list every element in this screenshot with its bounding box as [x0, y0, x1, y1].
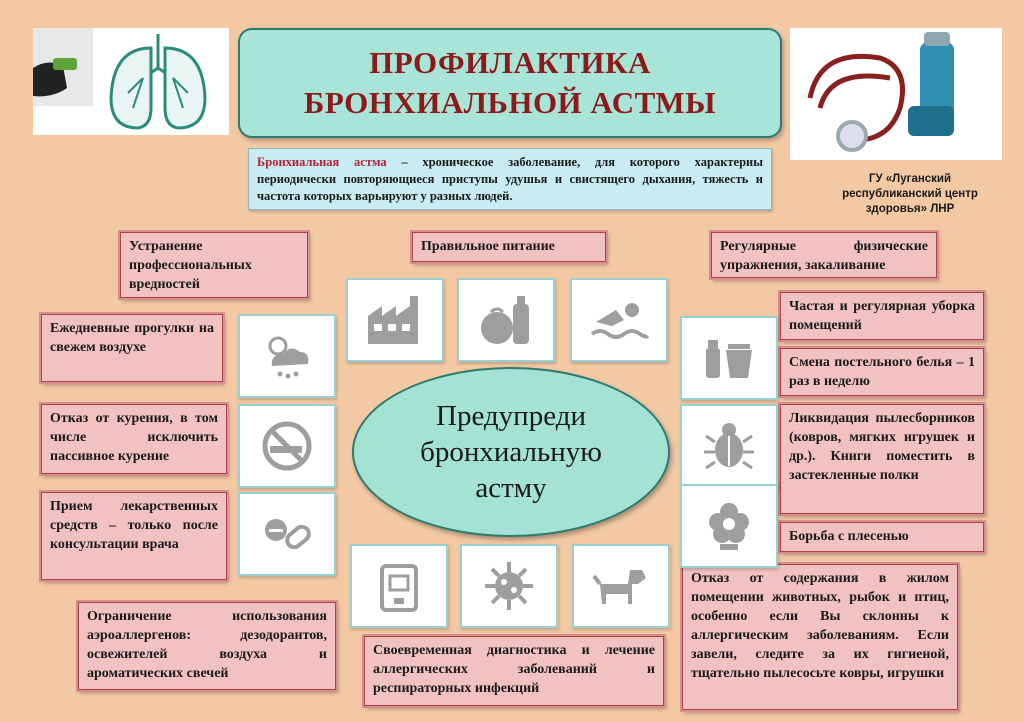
- food-tile: [457, 278, 555, 362]
- flower-icon: [709, 503, 749, 550]
- weather-tile: [238, 314, 336, 398]
- tip-smoking: Отказ от курения, в том числе исключить …: [41, 404, 227, 474]
- center-ellipse: Предупреди бронхиальную астму: [352, 367, 670, 537]
- swimming-icon: [590, 303, 650, 339]
- swimming-tile: [570, 278, 668, 362]
- virus-tile: [460, 544, 558, 628]
- flower-tile: [680, 484, 778, 568]
- tip-walks: Ежедневные прогулки на свежем воздухе: [41, 314, 223, 382]
- air-purifier-tile: [350, 544, 448, 628]
- no-smoking-icon: [262, 421, 312, 471]
- factory-icon: [368, 296, 418, 344]
- tip-mold: Борьба с плесенью: [780, 522, 984, 552]
- no-smoking-tile: [238, 404, 336, 488]
- inhaler-icon: [53, 58, 77, 70]
- tip-dust: Ликвидация пылесборников (ковров, мягких…: [780, 404, 984, 514]
- tip-occupational: Устранение профессиональных вредностей: [120, 232, 308, 298]
- bug-icon: [704, 423, 754, 470]
- weather-icon: [268, 336, 309, 379]
- food-icon: [481, 296, 529, 344]
- definition-term: Бронхиальная астма: [257, 155, 387, 169]
- pill-icon: [265, 519, 311, 550]
- cleaning-tile: [680, 316, 778, 400]
- pill-tile: [238, 492, 336, 576]
- tip-cleaning: Частая и регулярная уборка помещений: [780, 292, 984, 340]
- tip-bedding: Смена постельного белья – 1 раз в неделю: [780, 348, 984, 396]
- tip-exercise: Регулярные физические упражнения, закали…: [711, 232, 937, 278]
- tip-nutrition: Правильное питание: [412, 232, 606, 262]
- stethoscope-inhaler-image: [790, 28, 1002, 160]
- definition-text: – хроническое заболевание, для которого …: [257, 155, 763, 203]
- tip-diagnostics: Своевременная диагностика и лечение алле…: [364, 636, 664, 706]
- virus-icon: [485, 562, 533, 610]
- page-title: ПРОФИЛАКТИКА БРОНХИАЛЬНОЙ АСТМЫ: [303, 45, 717, 120]
- lungs-icon: [109, 34, 207, 130]
- tip-aeroallergens: Ограничение использования аэроаллергенов…: [78, 602, 336, 690]
- stethoscope-icon: [807, 53, 905, 152]
- dog-icon: [592, 570, 646, 604]
- lungs-image: [33, 28, 229, 135]
- inhaler-icon: [908, 32, 954, 136]
- definition-box: Бронхиальная астма – хроническое заболев…: [248, 148, 772, 210]
- title-banner: ПРОФИЛАКТИКА БРОНХИАЛЬНОЙ АСТМЫ: [238, 28, 782, 138]
- air-purifier-icon: [380, 564, 418, 612]
- tip-medication: Прием лекарственных средств – только пос…: [41, 492, 227, 580]
- bug-tile: [680, 404, 778, 488]
- cleaning-icon: [706, 340, 752, 378]
- organization-name: ГУ «Луганский республиканский центр здор…: [842, 173, 978, 215]
- factory-tile: [346, 278, 444, 362]
- center-text: Предупреди бронхиальную астму: [420, 400, 602, 504]
- tip-pets: Отказ от содержания в жилом помещении жи…: [682, 564, 958, 710]
- dog-tile: [572, 544, 670, 628]
